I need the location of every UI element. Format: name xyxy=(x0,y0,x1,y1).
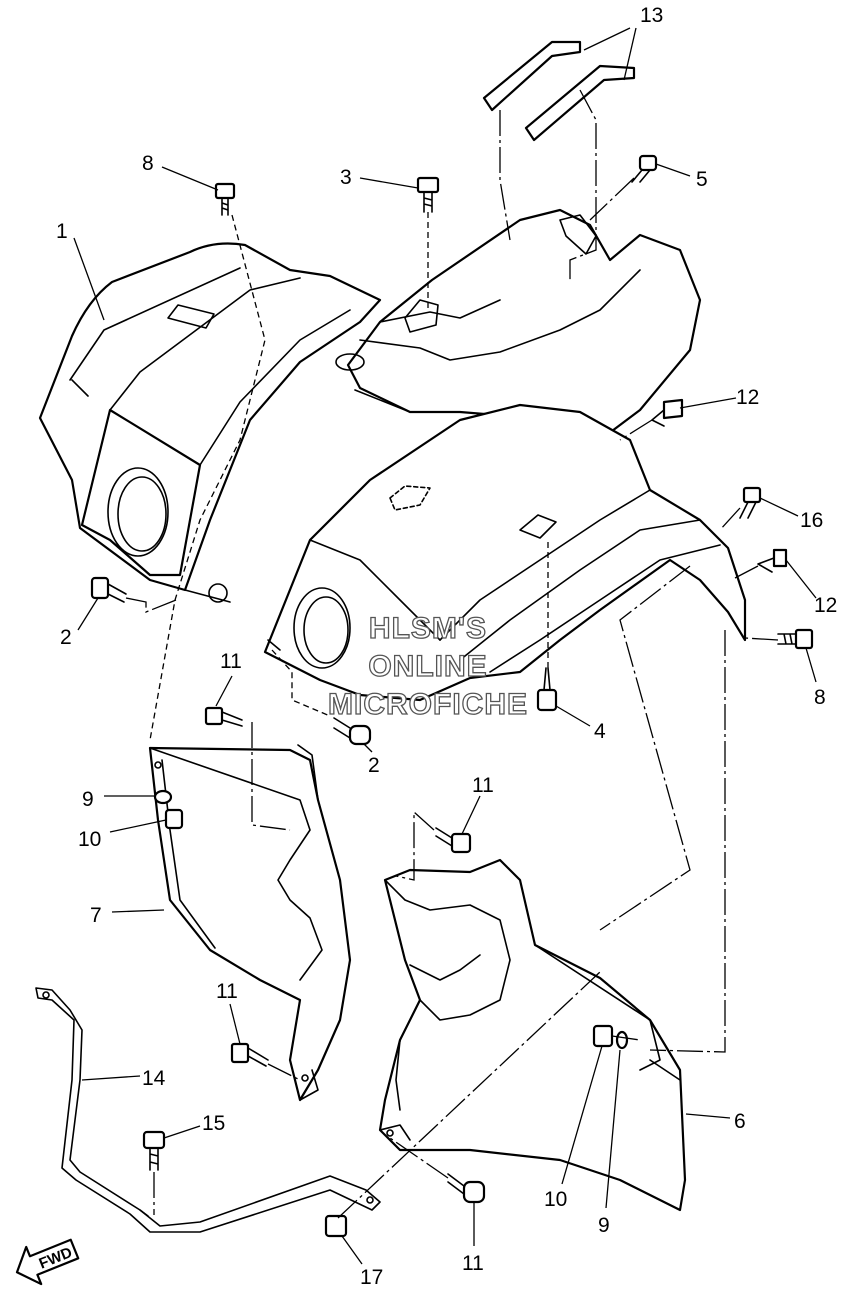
washer-9-right xyxy=(615,1030,629,1050)
callout-6: 6 xyxy=(734,1110,746,1133)
bolt-16 xyxy=(739,486,762,519)
clip-12-upper xyxy=(651,398,684,427)
callout-10-left: 10 xyxy=(78,828,101,851)
callout-4: 4 xyxy=(594,720,606,743)
callout-14: 14 xyxy=(142,1067,166,1090)
bolt-2-middle xyxy=(333,717,372,746)
callout-9-right: 9 xyxy=(598,1214,610,1237)
callout-11-b: 11 xyxy=(472,774,494,797)
stay-bracket-part xyxy=(35,987,381,1233)
callout-12-lower: 12 xyxy=(814,594,837,617)
bolt-2-left xyxy=(90,576,127,603)
callout-11-c: 11 xyxy=(216,980,238,1003)
screw-4 xyxy=(536,667,558,712)
callout-3: 3 xyxy=(340,166,352,189)
leader-lines xyxy=(73,27,817,1265)
rear-fender-part xyxy=(263,403,747,702)
bolt-11-b xyxy=(435,827,472,854)
assembly-lines xyxy=(125,89,779,1219)
bolt-15 xyxy=(142,1130,166,1171)
bolt-11-a xyxy=(204,706,243,727)
callout-9-left: 9 xyxy=(82,788,94,811)
watermark: HLSM'S ONLINE MICROFICHE xyxy=(327,611,528,721)
bolt-11-d xyxy=(447,1173,486,1204)
bolt-8-right xyxy=(777,628,814,650)
clip-5 xyxy=(631,154,658,183)
washer-9-left xyxy=(153,789,173,805)
nut-17 xyxy=(324,1214,348,1238)
front-fender-part xyxy=(38,242,382,603)
callout-13: 13 xyxy=(640,4,663,27)
callout-8-upper: 8 xyxy=(142,152,154,175)
callout-10-right: 10 xyxy=(544,1188,567,1211)
watermark-line-2: ONLINE xyxy=(368,650,487,683)
callout-11-a: 11 xyxy=(220,650,242,673)
callout-16: 16 xyxy=(800,509,823,532)
trim-strip-part xyxy=(482,40,636,142)
bolt-8-upper xyxy=(214,182,236,216)
callout-labels: 1 2 2 3 4 5 6 7 8 8 9 9 10 10 11 11 11 1… xyxy=(56,4,837,1289)
callout-12-upper: 12 xyxy=(736,386,759,409)
fasteners xyxy=(90,154,814,1238)
callout-5: 5 xyxy=(696,168,708,191)
callout-17: 17 xyxy=(360,1266,383,1289)
watermark-line-1: HLSM'S xyxy=(369,612,487,645)
clip-12-lower xyxy=(757,548,788,573)
bolt-3 xyxy=(416,176,440,213)
callout-7: 7 xyxy=(90,904,102,927)
nut-10-right xyxy=(592,1024,614,1048)
callout-15: 15 xyxy=(202,1112,225,1135)
callout-1: 1 xyxy=(56,220,68,243)
callout-2-middle: 2 xyxy=(368,754,380,777)
callout-11-d: 11 xyxy=(462,1252,484,1275)
left-flap-part xyxy=(148,744,352,1102)
tank-cover-part xyxy=(335,208,702,442)
bolt-11-c xyxy=(230,1042,269,1067)
forward-arrow-icon: FWD xyxy=(15,1238,80,1286)
nut-10-left xyxy=(164,808,184,830)
callout-2-left: 2 xyxy=(60,626,72,649)
watermark-line-3: MICROFICHE xyxy=(328,688,528,721)
callout-8-right: 8 xyxy=(814,686,826,709)
